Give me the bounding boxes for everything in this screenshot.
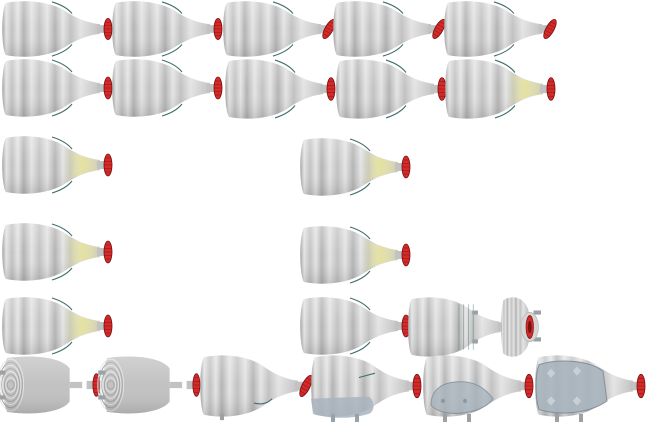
nozzle-icon (320, 77, 336, 101)
sprite-frame-side (0, 296, 113, 356)
rocket-body-icon (311, 355, 422, 422)
rocket-body-icon (2, 223, 113, 281)
nozzle-icon (518, 373, 534, 399)
sprite-frame-side (110, 58, 223, 118)
rocket-body-icon (423, 355, 534, 422)
rocket-body-icon (300, 226, 411, 284)
nozzle-icon (97, 76, 113, 100)
rocket-body-icon (97, 356, 201, 414)
rocket-body-icon (535, 355, 646, 422)
rocket-body-icon (223, 1, 336, 57)
sprite-frame-armored-3 (533, 354, 646, 422)
sprite-frame-legged (198, 354, 313, 421)
rocket-body-icon (112, 1, 223, 57)
rocket-body-icon (445, 59, 556, 119)
sprite-frame-side (443, 58, 556, 120)
nozzle-icon (395, 243, 411, 267)
sprite-frame-side (331, 0, 446, 58)
rocket-body-icon (2, 1, 113, 57)
rocket-body-icon (300, 297, 411, 355)
rocket-body-icon (200, 355, 313, 421)
rocket-body-icon (300, 138, 411, 196)
sprite-frame-side (0, 135, 113, 195)
rocket-body-icon (0, 356, 101, 414)
sprite-frame-side (442, 0, 557, 58)
sprite-frame-side (298, 225, 411, 285)
sprite-frame-armored-2 (421, 354, 534, 422)
sprite-frame-side (334, 58, 447, 120)
rocket-body-icon (501, 297, 541, 357)
rocket-body-icon (444, 1, 557, 57)
rocket-body-icon (408, 297, 513, 357)
sprite-frame-side (0, 58, 113, 118)
rocket-body-icon (2, 136, 113, 194)
sprite-frame-side (223, 58, 336, 120)
nozzle-icon (97, 240, 113, 264)
rocket-body-icon (333, 1, 446, 57)
sprite-frame-top-ringed (97, 354, 201, 416)
nozzle-icon (428, 19, 446, 39)
rocket-body-icon (225, 59, 336, 119)
nozzle-icon (431, 77, 447, 101)
nozzle-icon (395, 155, 411, 179)
sprite-frame-side (0, 222, 113, 282)
nozzle-icon (207, 76, 223, 100)
nozzle-icon (207, 17, 223, 41)
sprite-frame-side (110, 0, 223, 58)
nozzle-icon (630, 373, 646, 399)
sprite-frame-rear (501, 296, 571, 358)
rocket-body-icon (112, 59, 223, 117)
sprite-frame-side (0, 0, 113, 58)
rocket-body-icon (2, 59, 113, 117)
nozzle-icon (97, 17, 113, 41)
rocket-body-icon (336, 59, 447, 119)
sprite-frame-armored (309, 354, 422, 422)
nozzle-icon (97, 153, 113, 177)
sprite-frame-side (298, 296, 411, 356)
sprite-frame-side (298, 137, 411, 197)
sprite-frame-top-ringed (0, 354, 101, 416)
nozzle-icon (525, 315, 534, 339)
rocket-body-icon (2, 297, 113, 355)
nozzle-icon (406, 373, 422, 399)
nozzle-icon (186, 373, 201, 397)
nozzle-icon (539, 19, 557, 39)
sprite-frame-ribbed (406, 296, 513, 358)
nozzle-icon (540, 77, 556, 101)
sprite-frame-side (221, 0, 336, 58)
nozzle-icon (97, 314, 113, 338)
